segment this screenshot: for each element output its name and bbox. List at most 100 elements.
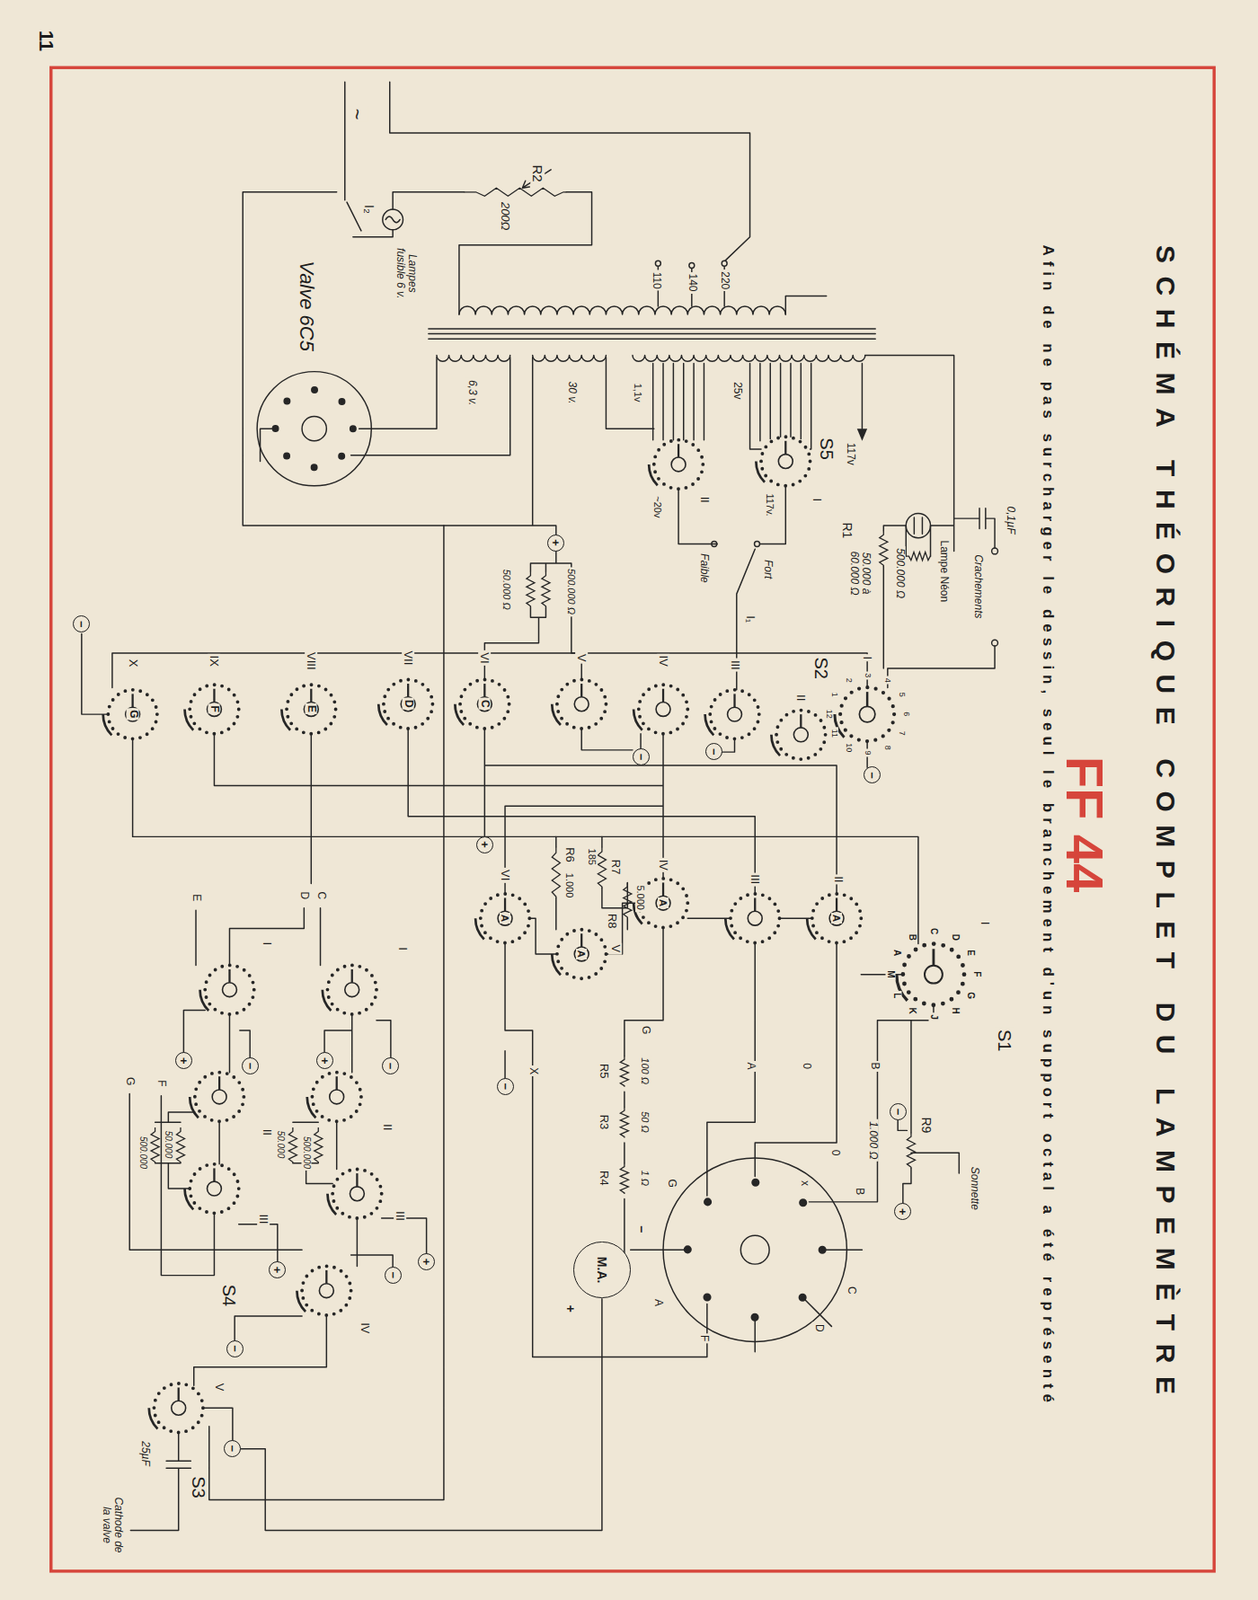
rotary-switch — [770, 710, 825, 761]
rotary-switch — [307, 1072, 362, 1123]
polarity-circle: − — [863, 766, 881, 784]
part-label: G — [126, 708, 139, 720]
rotary-switch — [896, 944, 965, 1006]
resistor-symbol — [314, 1127, 323, 1164]
part-label: 110 — [650, 270, 663, 292]
part-label: H — [949, 1006, 960, 1017]
part-label: A — [652, 1297, 665, 1309]
fuse-lamp — [385, 216, 400, 223]
part-label: A — [657, 897, 669, 909]
part-label: I — [260, 939, 274, 948]
page-title: SCHÉMA THÉORIQUE COMPLET DU LAMPEMÈTRE — [1150, 245, 1180, 1409]
part-label: II — [260, 1127, 274, 1138]
part-label: B — [868, 1061, 880, 1072]
part-label: II — [794, 692, 807, 703]
resistor-symbol — [906, 1133, 915, 1170]
part-label: 6 — [901, 709, 911, 718]
part-label: E — [189, 892, 202, 904]
part-label: 25µF — [139, 1439, 151, 1469]
part-label: R4 — [597, 1169, 611, 1188]
part-label: 50.000 Ω — [501, 567, 513, 612]
node-text: − — [499, 1082, 512, 1090]
part-label: G — [965, 990, 975, 1002]
part-label: 10 — [843, 741, 853, 754]
part-label: R6 — [562, 845, 576, 865]
part-label: III — [256, 1212, 270, 1226]
part-label: R7 — [609, 858, 622, 878]
part-label: 5 — [896, 691, 906, 700]
part-label: I₂ — [362, 203, 378, 216]
part-label: R1 — [840, 520, 854, 541]
jack-terminal — [992, 639, 999, 647]
part-label: 500.000 Ω — [566, 566, 577, 617]
primary-winding — [459, 306, 786, 315]
part-label: 100 Ω — [639, 1055, 651, 1087]
part-label: Fort — [761, 558, 773, 581]
node-text: − — [384, 1063, 397, 1071]
part-label: V — [609, 943, 622, 956]
part-label: 50.000 — [275, 1129, 286, 1161]
resistor-symbol — [620, 1055, 629, 1087]
part-label: III — [748, 872, 762, 886]
wire — [529, 903, 904, 975]
part-label: 50.000 à 60.000 Ω — [848, 544, 872, 603]
part-label: III — [727, 658, 741, 673]
part-label: A — [744, 1061, 756, 1072]
wire — [130, 525, 444, 1531]
node-text: − — [75, 620, 88, 629]
part-label: 1 — [829, 691, 839, 700]
rotary-switch — [103, 690, 158, 740]
part-label: 8 — [882, 744, 892, 753]
part-label: 1.000 Ω — [866, 1119, 878, 1162]
mains-symbol: ~ — [345, 106, 368, 123]
part-label: X — [526, 1065, 539, 1077]
polarity-circle: − — [72, 615, 90, 633]
part-label: 0,1µF — [1004, 504, 1017, 537]
part-label: II — [832, 874, 845, 885]
part-label: F — [155, 1078, 168, 1089]
node-text: + — [896, 1208, 909, 1216]
wire — [129, 908, 505, 1341]
neon-lamp — [913, 517, 922, 534]
rotary-switch — [322, 965, 377, 1015]
part-label: E — [305, 703, 318, 715]
rotary-switch — [648, 440, 703, 490]
resistor-symbol — [464, 187, 567, 196]
part-label: I₁ — [743, 613, 756, 625]
part-label: VII — [401, 648, 415, 667]
socket-key — [740, 1235, 770, 1265]
part-label: D — [298, 890, 311, 903]
part-label: F — [971, 969, 982, 979]
socket-pins — [275, 389, 354, 468]
part-label: I — [810, 496, 823, 504]
part-label: A — [892, 947, 903, 958]
socket-key — [301, 416, 327, 442]
resistor-symbol — [526, 571, 535, 608]
wire — [81, 633, 919, 944]
part-label: R2 — [530, 162, 546, 184]
wire — [242, 192, 655, 536]
neon-lamp — [905, 513, 931, 538]
part-label: 1 Ω — [639, 1169, 651, 1189]
part-label: IV — [656, 858, 670, 873]
rotary-switch — [189, 1072, 244, 1123]
resistor-symbol — [541, 571, 550, 608]
part-label: IX — [207, 654, 221, 669]
part-label: III — [393, 1209, 407, 1223]
part-label: R9 — [918, 1115, 932, 1135]
resistor-symbol — [288, 1127, 297, 1164]
part-label: I — [860, 655, 874, 663]
part-label: R3 — [597, 1113, 611, 1133]
meter-circle: M.A. — [573, 1241, 631, 1300]
secondary-winding — [532, 354, 607, 362]
polarity-circle: + — [316, 1052, 334, 1070]
part-label: 1,1v — [632, 381, 644, 405]
part-label: C — [314, 890, 327, 903]
polarity-circle: − — [226, 1340, 244, 1358]
page-number: 11 — [35, 28, 57, 54]
resistor-symbol — [620, 1107, 629, 1138]
part-label: − — [633, 1223, 647, 1235]
node-text: − — [866, 771, 878, 780]
polarity-circle: − — [384, 1266, 402, 1285]
node-text: M.A. — [595, 1257, 609, 1285]
